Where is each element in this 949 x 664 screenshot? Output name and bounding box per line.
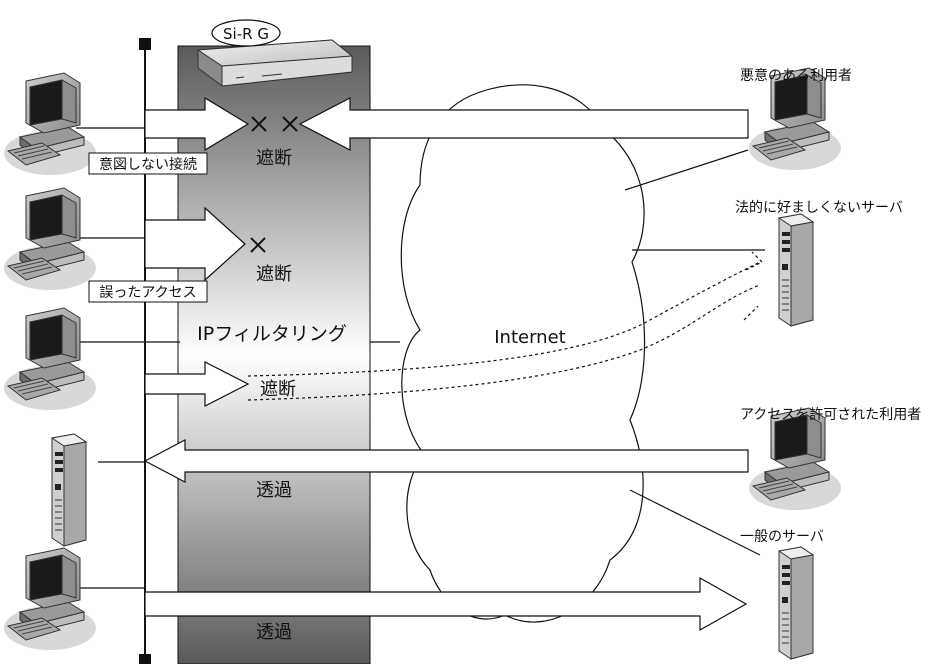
lan-pc-3 <box>4 308 96 410</box>
general-server-label: 一般のサーバ <box>740 529 824 545</box>
router-label: Si-R G <box>223 25 269 43</box>
lan-pc-2 <box>4 188 96 290</box>
block-label-1: 遮断 <box>256 148 292 169</box>
lan-pc-1 <box>4 73 96 175</box>
filter-label: IPフィルタリング <box>197 323 347 345</box>
internet-label: Internet <box>494 327 565 348</box>
unintended-connection-label: 意図しない接続 <box>99 156 197 173</box>
lan-server <box>52 434 86 546</box>
pass-label-1: 透過 <box>256 480 292 501</box>
pass-label-2: 透過 <box>256 622 292 643</box>
wrong-access-label: 誤ったアクセス <box>99 285 196 301</box>
wrong-access-tag: 誤ったアクセス <box>89 281 207 302</box>
illegal-server-label: 法的に好ましくないサーバ <box>735 200 903 216</box>
block-label-3: 遮断 <box>260 379 296 400</box>
permitted-user-pc <box>749 408 841 510</box>
illegal-server-icon <box>779 214 813 326</box>
general-server-icon <box>779 547 813 659</box>
unintended-connection-tag: 意図しない接続 <box>89 153 207 174</box>
permitted-user-label: アクセスを許可された利用者 <box>740 407 921 423</box>
malicious-user-label: 悪意のある利用者 <box>740 67 852 84</box>
lan-pc-4 <box>4 548 96 650</box>
internet-cloud <box>401 85 644 622</box>
block-label-2: 遮断 <box>256 264 292 285</box>
